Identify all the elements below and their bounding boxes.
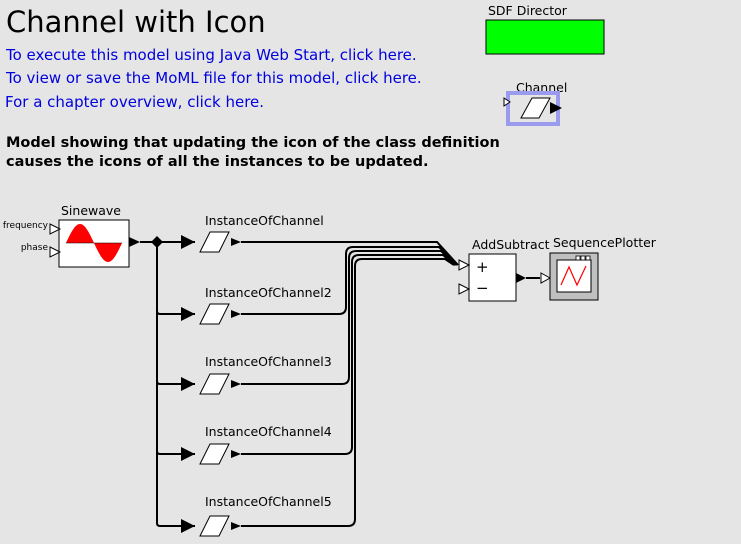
instance-of-channel-2[interactable]: InstanceOfChannel2 [199,285,332,325]
add-subtract-actor[interactable]: AddSubtract + − [458,237,550,302]
sinewave-actor[interactable]: Sinewave frequency phase [3,203,140,268]
page-title: Channel with Icon [6,5,266,39]
description-line-2: causes the icons of all the instances to… [6,154,429,170]
instance-label: InstanceOfChannel3 [205,354,332,369]
description-line-1: Model showing that updating the icon of … [6,135,500,151]
channel-class-input-port[interactable] [503,97,511,107]
instance-output-port[interactable] [231,238,241,246]
instance-output-port[interactable] [231,522,241,530]
link-chapter-overview[interactable]: For a chapter overview, click here. [5,93,265,111]
frequency-port[interactable] [49,223,62,235]
sinewave-output-port[interactable] [129,237,140,247]
channel-instance-icon[interactable] [199,373,230,395]
sdf-director[interactable]: SDF Director [485,3,605,55]
channel-instance-icon[interactable] [199,515,230,537]
relation-diamond[interactable] [151,236,163,248]
plus-input-port[interactable] [458,259,471,271]
channel-class-icon[interactable] [520,97,551,119]
instance-output-port[interactable] [231,380,241,388]
plotter-input-port[interactable] [540,272,552,284]
phase-port-label: phase [21,243,49,253]
instance-output-port[interactable] [231,310,241,318]
instance-of-channel-5[interactable]: InstanceOfChannel5 [199,494,332,537]
instance-output-wires [241,241,459,527]
instance-label: InstanceOfChannel4 [205,424,332,439]
plot-trace [560,265,587,287]
phase-port[interactable] [49,246,62,258]
instance-of-channel-3[interactable]: InstanceOfChannel3 [199,354,332,395]
instance-label: InstanceOfChannel2 [205,285,332,300]
model-description: Model showing that updating the icon of … [6,134,500,172]
add-subtract-label: AddSubtract [472,237,550,252]
instance-label: InstanceOfChannel [205,213,324,228]
minus-sign: − [476,279,489,297]
director-box[interactable] [485,19,605,55]
channel-instance-icon[interactable] [199,303,230,325]
relation-wires [140,235,195,533]
instance-of-channel-4[interactable]: InstanceOfChannel4 [199,424,332,465]
link-web-start[interactable]: To execute this model using Java Web Sta… [6,46,417,64]
channel-instance-icon[interactable] [199,231,230,253]
plotter-window [556,259,592,293]
add-subtract-output-port[interactable] [516,273,526,283]
minus-input-port[interactable] [458,283,471,295]
channel-class-output-port[interactable] [550,102,562,114]
channel-instance-icon[interactable] [199,443,230,465]
instance-output-port[interactable] [231,450,241,458]
add-subtract-box[interactable] [468,253,517,302]
director-label: SDF Director [488,3,568,18]
sequence-plotter-label: SequencePlotter [553,235,657,250]
plus-sign: + [476,258,489,276]
instance-label: InstanceOfChannel5 [205,494,332,509]
frequency-port-label: frequency [3,221,49,231]
sinewave-label: Sinewave [61,203,121,218]
sequence-plotter-actor[interactable]: SequencePlotter [540,235,657,301]
instance-of-channel-1[interactable]: InstanceOfChannel [199,213,324,253]
link-moml-file[interactable]: To view or save the MoML file for this m… [6,69,422,87]
channel-class-definition[interactable]: Channel [503,80,567,126]
